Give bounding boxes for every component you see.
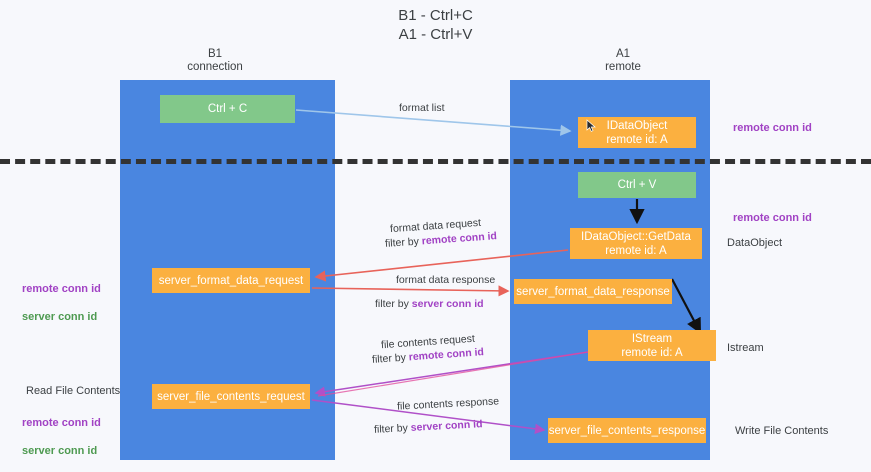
box-server-file-contents-request[interactable]: server_file_contents_request	[152, 384, 310, 409]
page-title: B1 - Ctrl+C A1 - Ctrl+V	[398, 7, 473, 43]
filter-prefix: filter by	[375, 298, 412, 310]
box-ctrl-v[interactable]: Ctrl + V	[578, 172, 696, 198]
edge-label-format-data-response: format data response	[396, 274, 496, 286]
box-ctrl-c[interactable]: Ctrl + C	[160, 95, 295, 123]
annotation-server-conn-id-left-mid: server conn id	[22, 311, 98, 323]
annotation-remote-conn-id-top: remote conn id	[733, 122, 812, 134]
filter-highlight: server conn id	[410, 418, 483, 434]
filter-prefix: filter by	[371, 351, 410, 366]
edge-label-file-contents-response-filter: filter by server conn id	[374, 418, 483, 437]
annotation-dataobject: DataObject	[727, 237, 783, 249]
box-server-file-contents-response[interactable]: server_file_contents_response	[548, 418, 706, 443]
arrow-format-data-response	[311, 285, 510, 297]
column-header-b1: B1 connection	[187, 48, 243, 73]
filter-prefix: filter by	[373, 421, 412, 436]
section-divider	[0, 159, 871, 164]
box-istream[interactable]: IStream remote id: A	[588, 330, 716, 361]
annotation-remote-conn-id-left-low: remote conn id	[22, 417, 101, 429]
annotation-read-file-contents: Read File Contents	[26, 385, 121, 397]
annotation-write-file-contents: Write File Contents	[735, 425, 829, 437]
filter-prefix: filter by	[384, 235, 423, 250]
annotation-left-middle: remote conn id server conn id	[22, 268, 101, 338]
box-server-format-data-request[interactable]: server_format_data_request	[152, 268, 310, 293]
box-idataobject-getdata[interactable]: IDataObject::GetData remote id: A	[570, 228, 702, 259]
filter-highlight: server conn id	[411, 298, 484, 310]
box-server-format-data-response[interactable]: server_format_data_response	[514, 279, 672, 304]
box-idataobject[interactable]: IDataObject remote id: A	[578, 117, 696, 148]
column-header-a1: A1 remote	[605, 48, 641, 73]
annotation-remote-conn-id-mid: remote conn id	[733, 212, 812, 224]
annotation-left-lower: remote conn id server conn id	[22, 402, 101, 472]
annotation-istream: Istream	[727, 342, 764, 354]
edge-label-format-list: format list	[399, 102, 445, 114]
edge-label-file-contents-response: file contents response	[396, 395, 500, 413]
annotation-server-conn-id-left-low: server conn id	[22, 445, 98, 457]
edge-label-format-data-response-filter: filter by server conn id	[375, 298, 484, 311]
annotation-remote-conn-id-left-mid: remote conn id	[22, 283, 101, 295]
